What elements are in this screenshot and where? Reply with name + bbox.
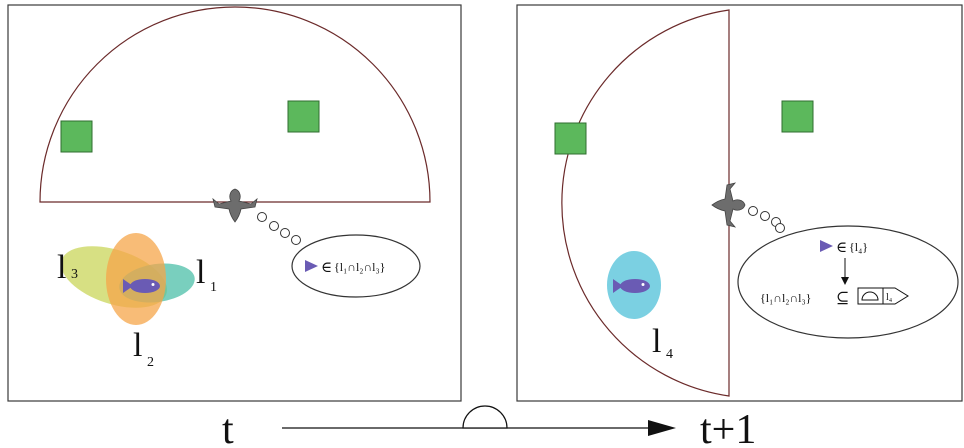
right-bubble-content: ∈ {l₄} {l₁∩l₂∩l₃} ⊆ l₄ xyxy=(760,240,909,307)
left-bubble-element-of: ∈ xyxy=(321,260,332,276)
right-landmark-2 xyxy=(781,100,814,133)
left-landmark-2 xyxy=(287,100,320,133)
right-thought-dot-4 xyxy=(775,223,785,233)
left-landmark-1 xyxy=(60,120,93,153)
right-bubble-tag-semicircle-icon xyxy=(861,291,879,301)
label-l4: l 4 xyxy=(652,323,673,362)
right-panel: ∈ {l₄} {l₁∩l₂∩l₃} ⊆ l₄ l 4 xyxy=(516,4,963,402)
right-panel-frame xyxy=(516,4,963,402)
left-bubble-fish-marker-icon xyxy=(305,260,318,272)
right-sensing-semicircle xyxy=(561,9,730,397)
right-bubble-subset: ⊆ xyxy=(836,290,849,307)
right-thought-dot-2 xyxy=(760,211,770,221)
right-bubble-bottom-set: {l₁∩l₂∩l₃} xyxy=(760,291,811,305)
left-panel: ∈ {l₁∩l₂∩l₃} l 1 l 2 l 3 xyxy=(7,4,462,402)
svg-text:l: l xyxy=(196,254,205,291)
svg-text:1: 1 xyxy=(210,280,217,295)
left-drone-icon xyxy=(212,188,258,223)
left-bubble-content: ∈ {l₁∩l₂∩l₃} xyxy=(305,260,385,276)
label-l1: l 1 xyxy=(196,254,217,295)
right-bubble-top-set: {l₄} xyxy=(849,240,868,254)
svg-text:4: 4 xyxy=(666,347,673,362)
left-sensing-semicircle xyxy=(39,6,431,203)
label-l3: l 3 xyxy=(57,249,78,286)
right-bubble-element-of: ∈ xyxy=(836,240,847,256)
left-thought-dot-4 xyxy=(291,235,301,245)
timeline-start-label: t xyxy=(222,407,234,448)
right-bubble-arrowhead xyxy=(841,277,849,285)
timeline-transition-semicircle-icon xyxy=(462,405,508,429)
svg-text:3: 3 xyxy=(71,267,78,282)
right-landmark-1 xyxy=(554,122,587,155)
right-bubble-tag-label: l₄ xyxy=(886,292,893,303)
right-bubble-fish-marker-icon xyxy=(820,240,833,252)
svg-text:2: 2 xyxy=(147,355,154,370)
svg-text:l: l xyxy=(133,327,142,364)
left-thought-dot-2 xyxy=(269,221,279,231)
right-thought-dot-1 xyxy=(748,206,758,216)
ellipse-l2 xyxy=(106,233,166,325)
svg-text:l: l xyxy=(57,249,66,286)
timeline-end-label: t+1 xyxy=(700,407,756,448)
right-fish-icon xyxy=(613,279,650,293)
right-thought-bubble xyxy=(737,225,959,339)
right-bubble-tag: l₄ xyxy=(857,287,909,305)
left-thought-dot-1 xyxy=(257,212,267,222)
left-panel-frame xyxy=(7,4,462,402)
left-bubble-set: {l₁∩l₂∩l₃} xyxy=(334,260,385,274)
svg-text:l: l xyxy=(652,323,661,360)
left-fish-icon xyxy=(123,279,160,293)
label-l2: l 2 xyxy=(133,327,154,370)
right-drone-icon xyxy=(711,182,746,228)
timeline: t t+1 xyxy=(222,405,756,448)
left-thought-bubble xyxy=(291,234,421,298)
timeline-arrowhead xyxy=(648,420,676,436)
left-thought-dot-3 xyxy=(280,228,290,238)
